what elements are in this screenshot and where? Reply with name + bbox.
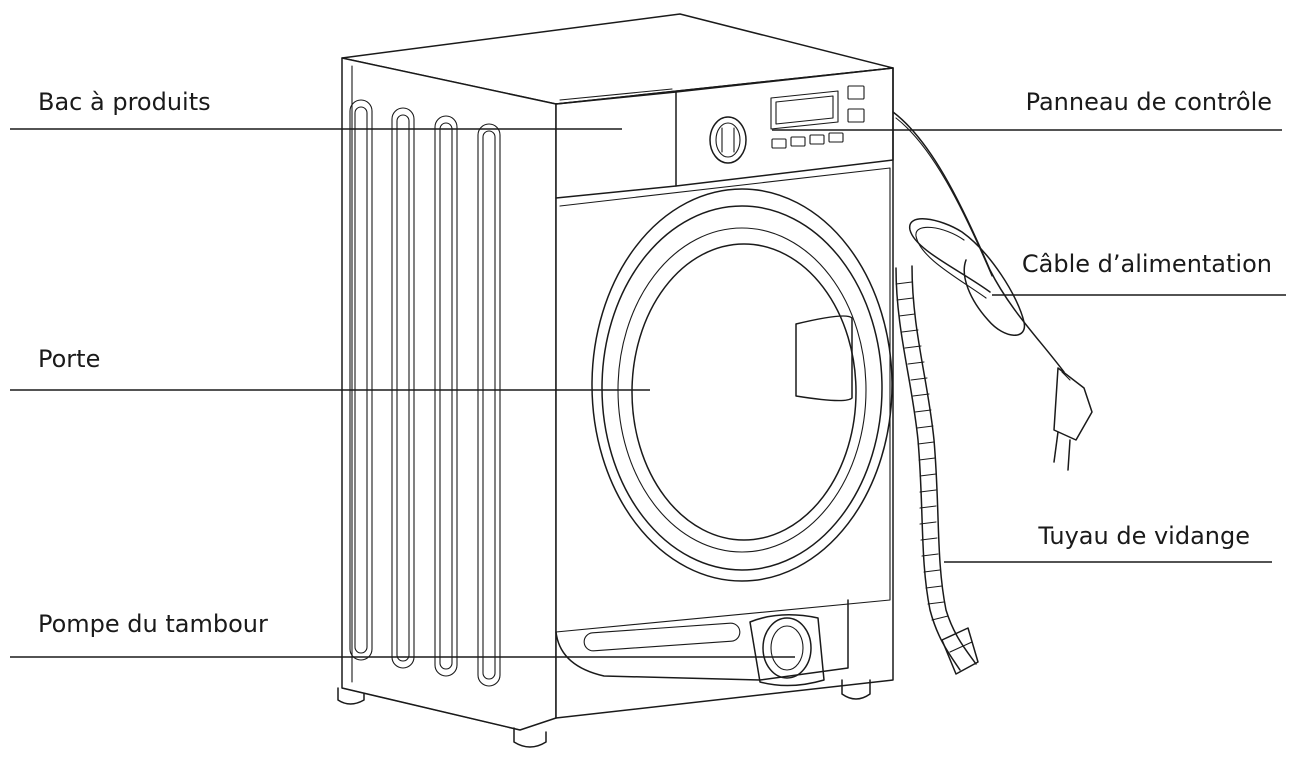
label-control-panel: Panneau de contrôle [1026, 88, 1272, 116]
callout-control-panel: Panneau de contrôle [772, 88, 1282, 131]
label-power-cable: Câble d’alimentation [1022, 250, 1272, 278]
display-window [770, 90, 839, 130]
label-detergent-drawer: Bac à produits [38, 88, 211, 116]
machine-feet [337, 679, 871, 748]
side-ribs [349, 99, 501, 687]
label-drain-hose: Tuyau de vidange [1037, 522, 1250, 550]
plug-icon [1053, 367, 1093, 471]
label-door: Porte [38, 345, 100, 373]
door [591, 188, 893, 582]
drum-pump-cover [749, 614, 825, 687]
callout-detergent-drawer: Bac à produits [10, 88, 622, 130]
power-cable [892, 111, 1093, 471]
drain-hose [895, 265, 979, 675]
cabinet-side-panel [341, 57, 557, 731]
callout-drum-pump: Pompe du tambour [10, 610, 795, 658]
program-knob-icon [709, 116, 747, 164]
door-handle [795, 315, 853, 402]
label-drum-pump: Pompe du tambour [38, 610, 268, 638]
callout-door: Porte [10, 345, 650, 391]
hose-end-icon [941, 627, 979, 675]
detergent-drawer [555, 91, 677, 199]
callout-power-cable: Câble d’alimentation [992, 250, 1286, 296]
callout-drain-hose: Tuyau de vidange [944, 522, 1272, 563]
washing-machine [337, 13, 894, 748]
kick-panel [555, 599, 849, 687]
control-panel [675, 67, 894, 187]
